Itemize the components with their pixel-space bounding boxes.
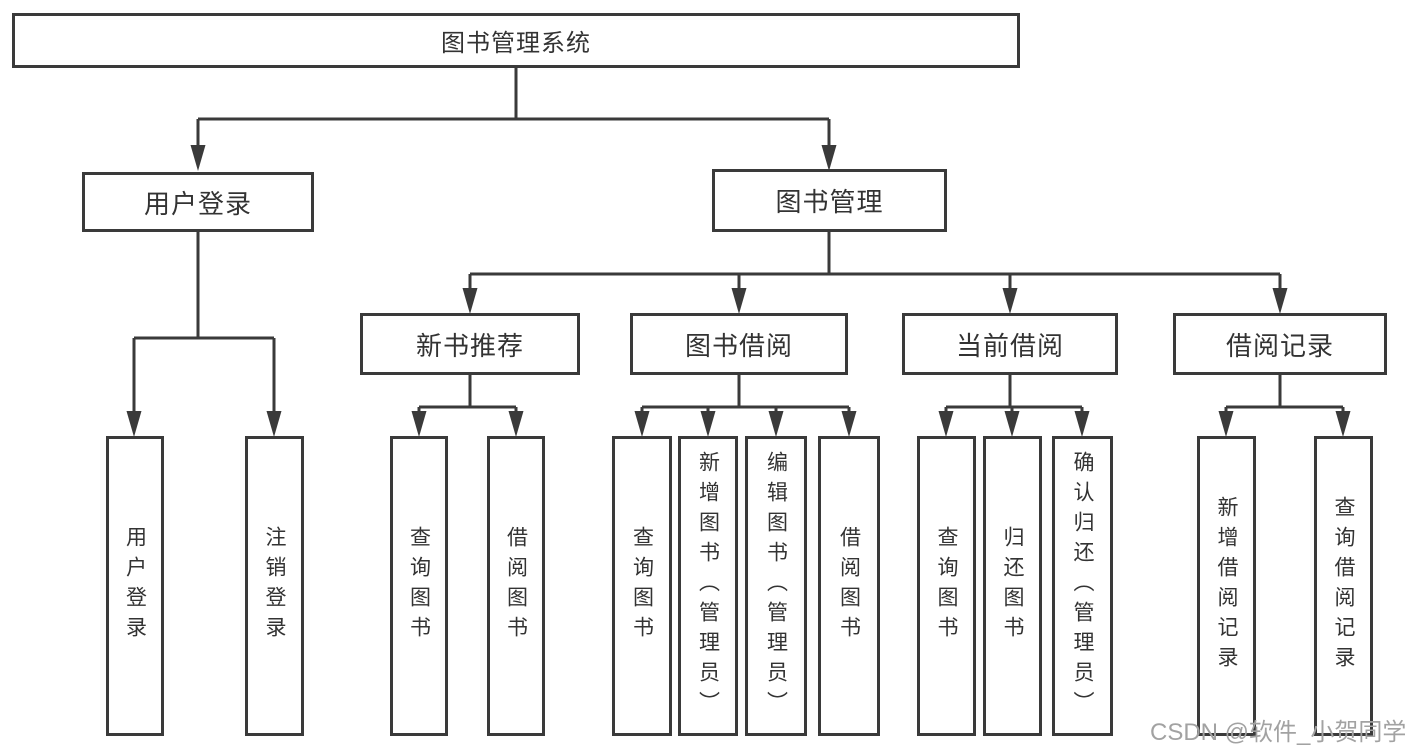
csdn-watermark: CSDN @软件_小贺同学: [1150, 719, 1405, 746]
node-new-book-recommend-label: 新书推荐: [415, 330, 524, 361]
leaf-borrow-books-1-label: 借阅图书: [504, 526, 528, 646]
leaf-return-books-label: 归还图书: [1001, 526, 1025, 646]
node-borrow-record: 借阅记录: [1173, 313, 1387, 375]
leaf-logout-label: 注销登录: [263, 526, 287, 646]
leaf-edit-books-admin: 编辑图书（管理员）: [745, 436, 807, 736]
node-current-borrow: 当前借阅: [902, 313, 1118, 375]
node-book-borrow-label: 图书借阅: [684, 330, 793, 361]
leaf-edit-books-admin-label: 编辑图书（管理员）: [764, 451, 788, 721]
leaf-borrow-books-2-label: 借阅图书: [837, 526, 861, 646]
leaf-return-books: 归还图书: [983, 436, 1042, 736]
leaf-query-books-3-label: 查询图书: [935, 526, 959, 646]
node-book-mgmt: 图书管理: [712, 169, 947, 232]
node-current-borrow-label: 当前借阅: [955, 330, 1064, 361]
leaf-confirm-return-admin: 确认归还（管理员）: [1052, 436, 1113, 736]
node-root: 图书管理系统: [12, 13, 1020, 68]
node-book-borrow: 图书借阅: [630, 313, 848, 375]
node-new-book-recommend: 新书推荐: [360, 313, 580, 375]
leaf-query-books-3: 查询图书: [917, 436, 976, 736]
leaf-query-books-2-label: 查询图书: [630, 526, 654, 646]
node-user-login-label: 用户登录: [143, 188, 252, 219]
leaf-add-books-admin: 新增图书（管理员）: [678, 436, 738, 736]
leaf-user-login-label: 用户登录: [123, 526, 147, 646]
node-borrow-record-label: 借阅记录: [1225, 330, 1334, 361]
leaf-borrow-books-2: 借阅图书: [818, 436, 880, 736]
leaf-borrow-books-1: 借阅图书: [487, 436, 545, 736]
leaf-add-books-admin-label: 新增图书（管理员）: [696, 451, 720, 721]
leaf-query-borrow-record-label: 查询借阅记录: [1332, 496, 1356, 676]
leaf-user-login: 用户登录: [106, 436, 164, 736]
node-root-label: 图书管理系统: [441, 30, 591, 57]
leaf-add-borrow-record-label: 新增借阅记录: [1215, 496, 1239, 676]
leaf-query-borrow-record: 查询借阅记录: [1314, 436, 1373, 736]
node-book-mgmt-label: 图书管理: [775, 187, 884, 217]
leaf-query-books-2: 查询图书: [612, 436, 672, 736]
node-user-login: 用户登录: [82, 172, 314, 232]
leaf-query-books-1: 查询图书: [390, 436, 448, 736]
leaf-confirm-return-admin-label: 确认归还（管理员）: [1071, 451, 1095, 721]
leaf-query-books-1-label: 查询图书: [407, 526, 431, 646]
arrowhead-icons: [126, 145, 1351, 437]
leaf-add-borrow-record: 新增借阅记录: [1197, 436, 1256, 736]
leaf-logout: 注销登录: [245, 436, 304, 736]
